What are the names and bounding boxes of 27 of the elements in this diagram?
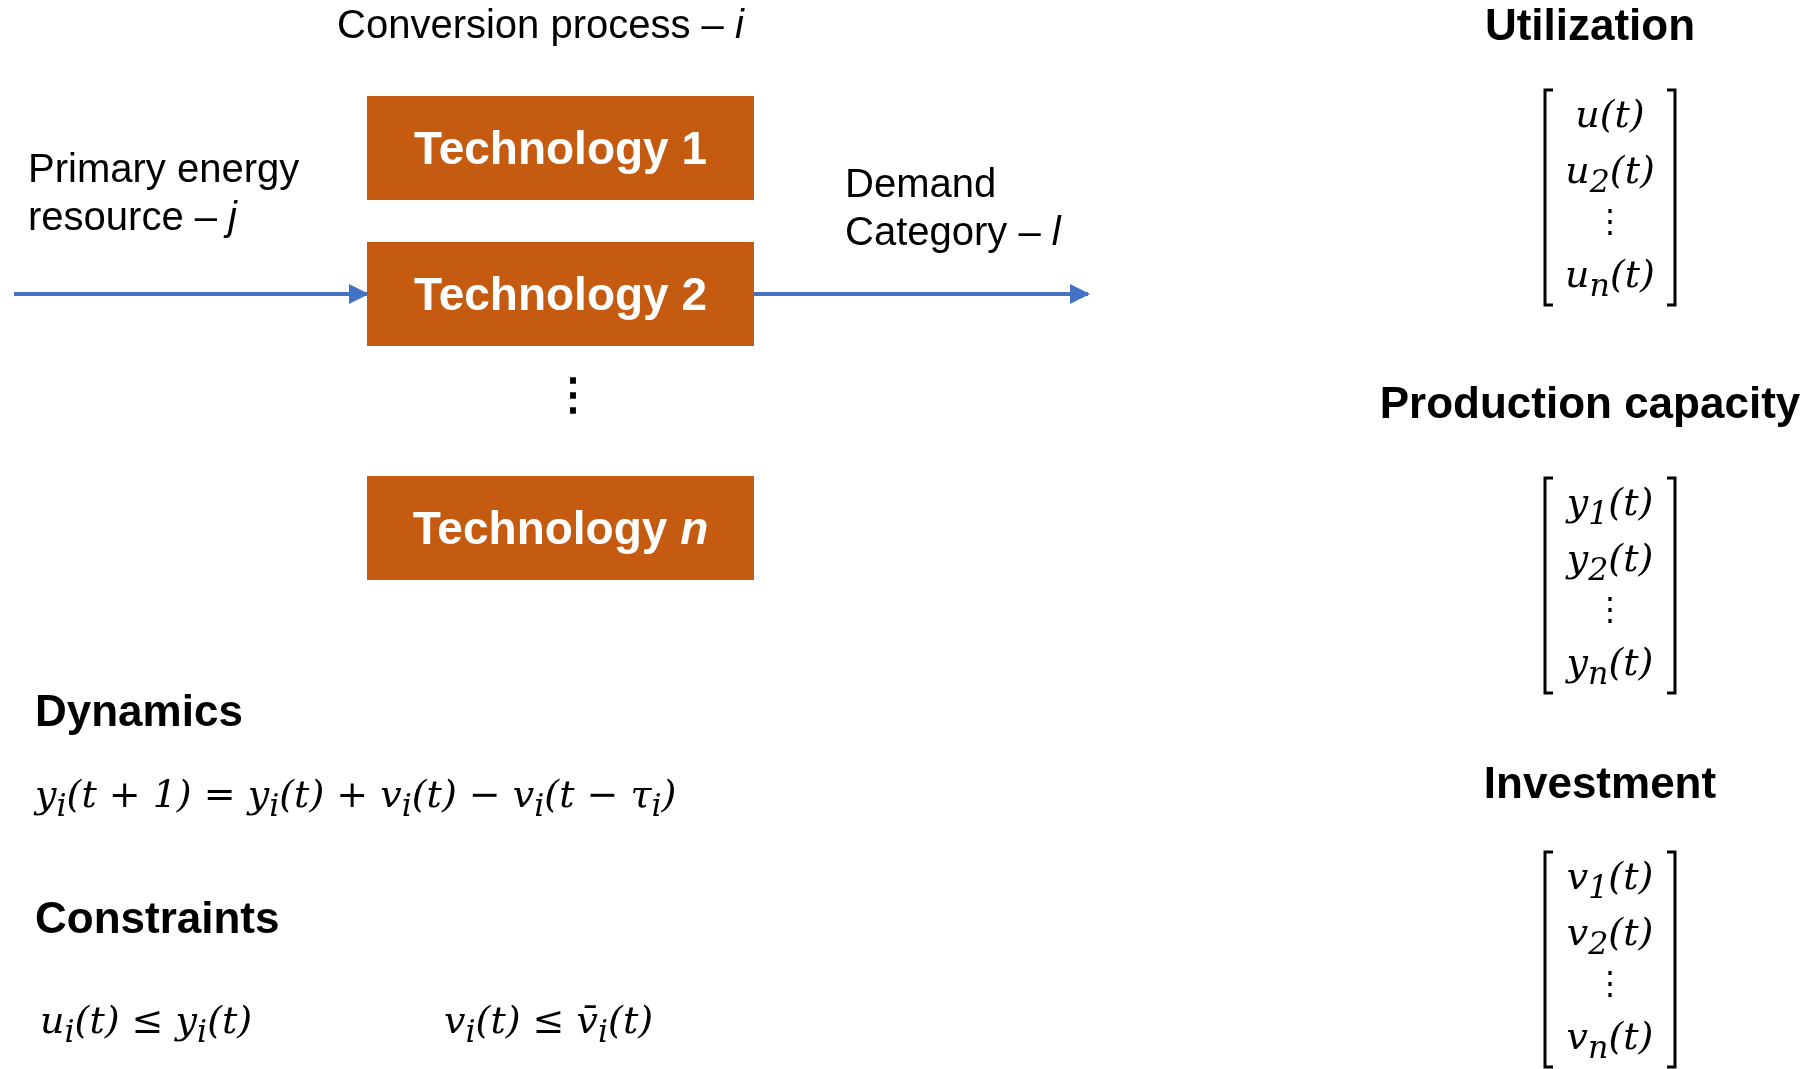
ellipsis-mark: ⋮: [1593, 202, 1627, 241]
math-formula: v$_{n}$(t): [1565, 1014, 1655, 1066]
heading-text: Conversion process – i: [337, 1, 746, 48]
math-formula: u$_{n}$(t): [1564, 252, 1656, 304]
section-heading: Dynamics: [35, 686, 244, 737]
technology-box: Technology 1: [367, 96, 754, 200]
math-formula: u$_{2}$(t): [1564, 148, 1656, 200]
ellipsis-mark: ⋮: [1593, 590, 1627, 629]
math-formula: u(t): [1574, 92, 1646, 138]
math-formula: v$_{1}$(t): [1565, 854, 1655, 906]
arrow: [14, 284, 369, 304]
section-heading: Production capacity: [1378, 378, 1802, 429]
math-formula: y$_{i}$(t + 1) = y$_{i}$(t) + v$_{i}$(t) − v$_{i}$(t − τ$_{i}$): [35, 772, 678, 824]
arrow: [754, 284, 1090, 304]
section-heading: Utilization: [1483, 0, 1697, 51]
math-formula: u$_{i}$(t) ≤ y$_{i}$(t): [40, 998, 254, 1050]
technology-box: Technology 2: [367, 242, 754, 346]
math-formula: v$_{i}$(t) ≤ v̄$_{i}$(t): [444, 998, 655, 1050]
section-heading: Investment: [1482, 758, 1718, 809]
math-formula: y$_{n}$(t): [1564, 640, 1655, 692]
math-formula: y$_{1}$(t): [1564, 480, 1655, 532]
section-heading: Constraints: [35, 893, 281, 944]
math-formula: y$_{2}$(t): [1564, 536, 1655, 588]
ellipsis-mark: ⋮: [551, 372, 591, 416]
technology-box: Technology n: [367, 476, 754, 580]
ellipsis-mark: ⋮: [1593, 964, 1627, 1003]
math-formula: v$_{2}$(t): [1565, 910, 1655, 962]
